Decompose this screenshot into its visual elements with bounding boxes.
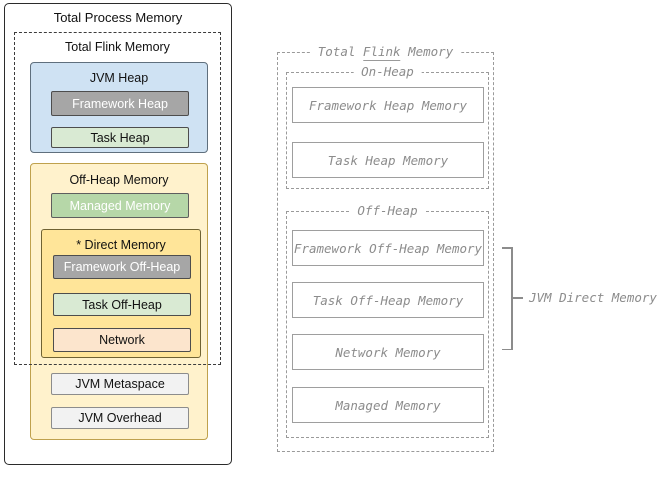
framework-off-heap-memory-box: Framework Off-Heap Memory bbox=[292, 230, 484, 266]
jvm-direct-memory-label: JVM Direct Memory bbox=[529, 290, 657, 305]
managed-memory-box-right: Managed Memory bbox=[292, 387, 484, 423]
jvm-direct-memory-bracket bbox=[511, 247, 513, 350]
network-box: Network bbox=[53, 328, 191, 352]
right-off-heap-label: Off-Heap bbox=[349, 203, 426, 219]
direct-memory-box: * Direct Memory Framework Off-Heap Task … bbox=[41, 229, 201, 358]
jvm-direct-memory-bracket-top-tick bbox=[502, 247, 513, 249]
network-memory-box: Network Memory bbox=[292, 334, 484, 370]
framework-off-heap-box: Framework Off-Heap bbox=[53, 255, 191, 279]
right-total-flink-memory-label: Total Flink Memory bbox=[309, 44, 462, 61]
total-process-memory-title: Total Process Memory bbox=[53, 10, 183, 25]
direct-memory-title: * Direct Memory bbox=[76, 238, 166, 252]
right-off-heap-group: Off-Heap Framework Off-Heap Memory Task … bbox=[286, 203, 489, 438]
right-on-heap-group: On-Heap Framework Heap Memory Task Heap … bbox=[286, 64, 489, 189]
right-on-heap-label: On-Heap bbox=[353, 64, 422, 80]
managed-memory-box: Managed Memory bbox=[51, 193, 189, 218]
jvm-overhead-box: JVM Overhead bbox=[51, 407, 189, 429]
label-text-post: Memory bbox=[400, 44, 454, 59]
jvm-heap-box: JVM Heap Framework Heap Task Heap bbox=[30, 62, 208, 153]
off-heap-memory-title: Off-Heap Memory bbox=[69, 173, 169, 187]
jvm-heap-title: JVM Heap bbox=[89, 71, 149, 85]
task-heap-memory-box: Task Heap Memory bbox=[292, 142, 484, 178]
framework-heap-memory-box: Framework Heap Memory bbox=[292, 87, 484, 123]
task-heap-box: Task Heap bbox=[51, 127, 189, 148]
label-text-pre: Total bbox=[317, 44, 363, 59]
jvm-direct-memory-bracket-bottom-tick bbox=[502, 348, 513, 350]
off-heap-memory-box: Off-Heap Memory Managed Memory * Direct … bbox=[30, 163, 208, 440]
task-off-heap-memory-box: Task Off-Heap Memory bbox=[292, 282, 484, 318]
jvm-direct-memory-bracket-mid-tick bbox=[511, 297, 523, 299]
jvm-metaspace-box: JVM Metaspace bbox=[51, 373, 189, 395]
right-total-flink-memory-group: Total Flink Memory On-Heap Framework Hea… bbox=[277, 44, 494, 452]
framework-heap-box: Framework Heap bbox=[51, 91, 189, 116]
task-off-heap-box: Task Off-Heap bbox=[53, 293, 191, 316]
label-text-flink: Flink bbox=[362, 44, 401, 61]
